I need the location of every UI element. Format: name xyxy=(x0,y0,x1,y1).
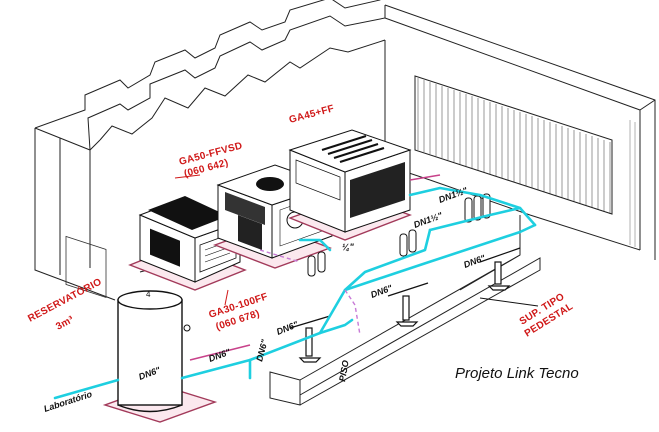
label-dn6-lower: DN6" xyxy=(207,347,232,364)
label-piso: PISO xyxy=(337,359,351,382)
main-pipeline xyxy=(53,186,537,400)
compressor-ga45 xyxy=(288,129,412,241)
tank-number: 4 xyxy=(146,290,151,299)
label-ga45: GA45+FF xyxy=(288,103,336,126)
label-dn6-vertical: DN6" xyxy=(254,338,270,363)
secondary-lines xyxy=(189,174,441,361)
label-dn6-left: DN6" xyxy=(275,319,300,337)
room-walls xyxy=(34,0,656,406)
reservoir-tank: 4 xyxy=(102,290,218,423)
pedestal-supports xyxy=(289,247,521,363)
label-laboratorio: Laboratório xyxy=(43,389,94,414)
wall-grilles xyxy=(65,75,636,298)
filter-group xyxy=(307,193,491,277)
label-dn6-mid: DN6" xyxy=(369,283,394,300)
project-credit: Projeto Link Tecno xyxy=(455,365,579,382)
label-dn6-right: DN6" xyxy=(462,253,487,270)
label-reservatorio-line2: 3m³ xyxy=(54,314,76,333)
label-small-quarter: ¼" xyxy=(342,242,355,252)
